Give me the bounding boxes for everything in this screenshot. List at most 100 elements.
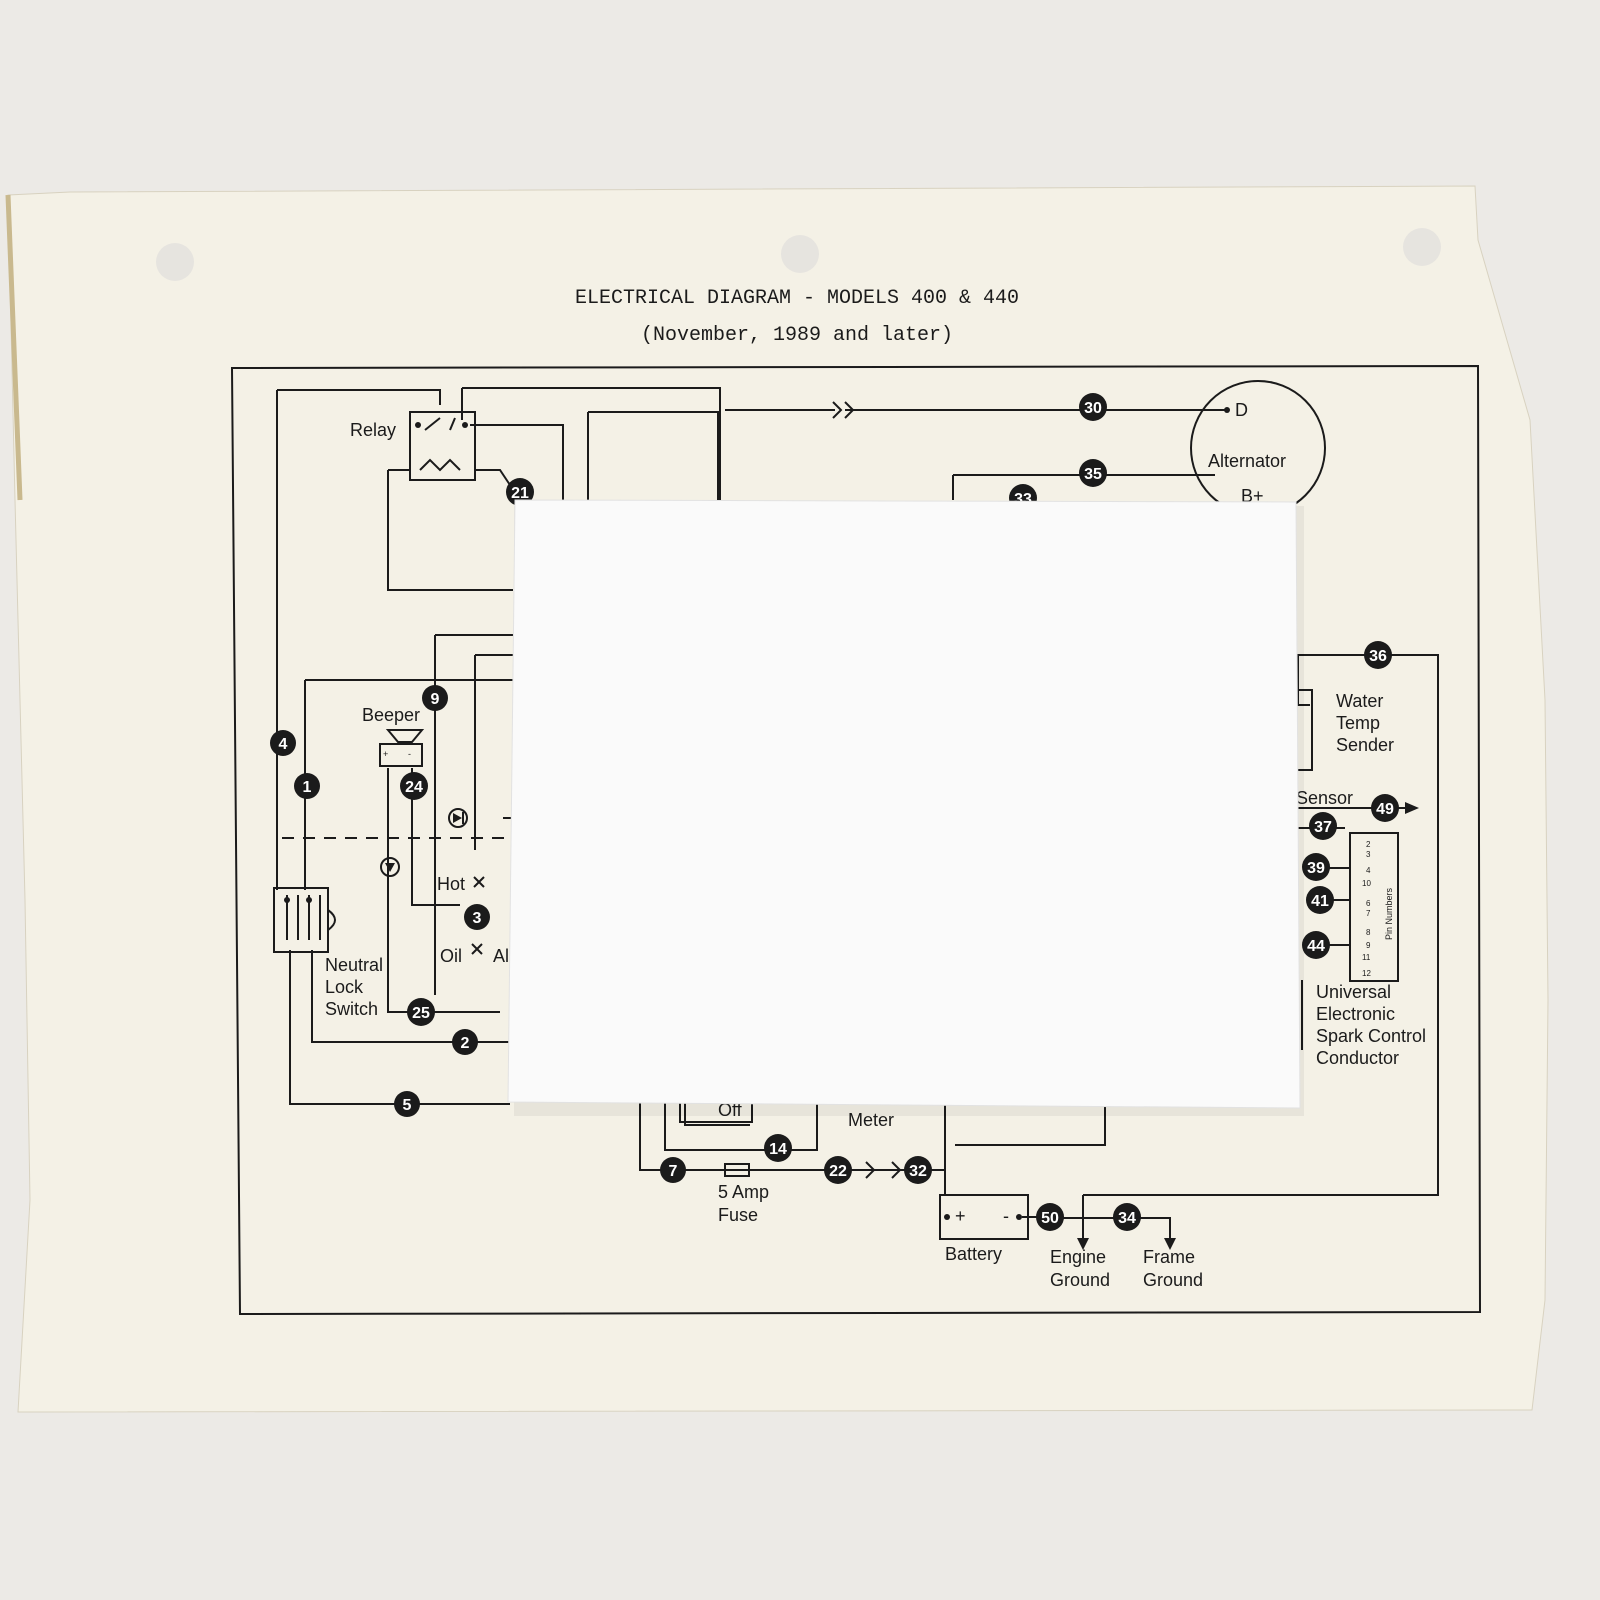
punch-hole-center — [781, 235, 819, 273]
neutral-lock-switch-symbol — [273, 887, 336, 953]
node-14: 14 — [764, 1134, 792, 1162]
svg-text:4: 4 — [279, 736, 288, 753]
spark-control-connector: 2 3 4 10 6 7 8 9 11 12 Pin Numbers — [1349, 832, 1399, 982]
alternator-terminal-b: B+ — [1241, 486, 1264, 506]
punch-hole-right — [1403, 228, 1441, 266]
node-30: 30 — [1079, 393, 1107, 421]
diagram-title: ELECTRICAL DIAGRAM - MODELS 400 & 440 — [575, 287, 1019, 310]
oil-switch-icon — [471, 943, 483, 955]
node-39: 39 — [1302, 853, 1330, 881]
sensor-label: Sensor — [1296, 788, 1353, 808]
svg-text:8: 8 — [1366, 928, 1371, 937]
fuse-line2: Fuse — [718, 1205, 758, 1225]
node-3: 3 — [464, 904, 490, 930]
node-4: 4 — [270, 730, 296, 756]
svg-text:4: 4 — [1366, 866, 1371, 875]
relay-label: Relay — [350, 420, 396, 440]
fuse-line1: 5 Amp — [718, 1182, 769, 1202]
battery-symbol — [939, 1194, 1045, 1240]
svg-text:6: 6 — [1366, 899, 1371, 908]
diagram-border — [230, 364, 1482, 1316]
alt-partial-label: Al — [493, 946, 509, 966]
frame-ground-arrow-icon — [1164, 1238, 1176, 1250]
water-temp-line2: Temp — [1336, 713, 1380, 733]
node-44: 44 — [1302, 931, 1330, 959]
node-32: 32 — [904, 1156, 932, 1184]
spark-control-line2: Electronic — [1316, 1004, 1395, 1024]
node-41: 41 — [1306, 886, 1334, 914]
beeper-label: Beeper — [362, 705, 420, 725]
node-25: 25 — [407, 998, 435, 1026]
svg-text:39: 39 — [1307, 860, 1325, 877]
connector-chevron-bottom — [865, 1161, 902, 1179]
engine-ground-line1: Engine — [1050, 1247, 1106, 1267]
neutral-lock-line2: Lock — [325, 977, 364, 997]
oil-switch-label: Oil — [440, 946, 462, 966]
svg-text:11: 11 — [1362, 953, 1371, 962]
node-1: 1 — [294, 773, 320, 799]
node-50: 50 — [1036, 1203, 1064, 1231]
battery-plus: + — [955, 1206, 966, 1226]
svg-text:9: 9 — [1366, 941, 1371, 950]
node-9: 9 — [422, 685, 448, 711]
svg-text:36: 36 — [1369, 648, 1387, 665]
fuse-icon — [724, 1163, 750, 1177]
node-21: 21 — [506, 478, 534, 506]
svg-text:+: + — [383, 749, 388, 759]
node-22: 22 — [824, 1156, 852, 1184]
svg-text:Pin Numbers: Pin Numbers — [1384, 887, 1394, 940]
svg-text:35: 35 — [1084, 466, 1102, 483]
svg-text:7: 7 — [669, 1163, 678, 1180]
node-36: 36 — [1364, 641, 1392, 669]
punch-hole-left — [156, 243, 194, 281]
node-35: 35 — [1079, 459, 1107, 487]
svg-text:32: 32 — [909, 1163, 927, 1180]
svg-text:3: 3 — [1366, 850, 1371, 859]
meter-label: Meter — [848, 1110, 894, 1130]
frame-ground-line2: Ground — [1143, 1270, 1203, 1290]
engine-ground-arrow-icon — [1077, 1238, 1089, 1250]
spark-control-line3: Spark Control — [1316, 1026, 1426, 1046]
hot-switch-icon — [473, 876, 485, 888]
spark-control-line1: Universal — [1316, 982, 1391, 1002]
node-5: 5 — [394, 1091, 420, 1117]
svg-text:7: 7 — [1366, 909, 1371, 918]
svg-text:24: 24 — [405, 779, 423, 796]
svg-text:37: 37 — [1314, 819, 1332, 836]
svg-text:1: 1 — [303, 779, 312, 796]
node-2: 2 — [452, 1029, 478, 1055]
node-34: 34 — [1113, 1203, 1141, 1231]
water-temp-line3: Sender — [1336, 735, 1394, 755]
beeper-symbol: + - — [379, 729, 425, 767]
svg-text:41: 41 — [1311, 893, 1329, 910]
water-temp-line1: Water — [1336, 691, 1383, 711]
connector-chevron-top — [832, 401, 855, 419]
svg-text:34: 34 — [1118, 1210, 1136, 1227]
svg-text:22: 22 — [829, 1163, 847, 1180]
node-49: 49 — [1371, 794, 1399, 822]
relay-symbol — [409, 411, 476, 481]
frame-ground-line1: Frame — [1143, 1247, 1195, 1267]
lamp-symbol — [380, 857, 400, 877]
alternator-label: Alternator — [1208, 451, 1286, 471]
overlay-card — [507, 499, 1301, 1109]
arrow-49-icon — [1405, 802, 1419, 814]
alternator-terminal-d: D — [1235, 400, 1248, 420]
node-7: 7 — [660, 1157, 686, 1183]
svg-text:-: - — [408, 749, 411, 759]
node-24: 24 — [400, 772, 428, 800]
hot-switch-label: Hot — [437, 874, 465, 894]
spark-control-line4: Conductor — [1316, 1048, 1399, 1068]
svg-text:12: 12 — [1362, 969, 1371, 978]
svg-text:2: 2 — [461, 1035, 470, 1052]
svg-text:21: 21 — [511, 485, 529, 502]
svg-text:5: 5 — [403, 1097, 412, 1114]
svg-text:30: 30 — [1084, 400, 1102, 417]
neutral-lock-line3: Switch — [325, 999, 378, 1019]
svg-text:3: 3 — [473, 910, 482, 927]
diode-symbol — [448, 808, 468, 828]
svg-text:10: 10 — [1362, 879, 1371, 888]
svg-text:2: 2 — [1366, 840, 1371, 849]
svg-text:49: 49 — [1376, 801, 1394, 818]
